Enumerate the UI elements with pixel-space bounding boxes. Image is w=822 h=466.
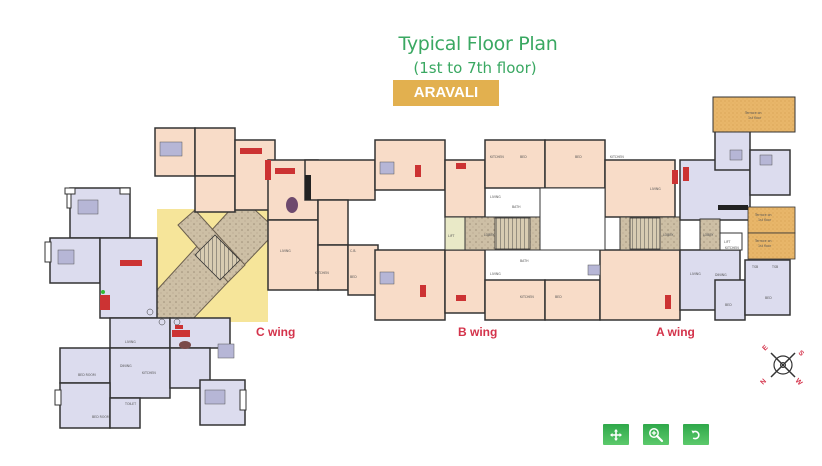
svg-text:LOBBY: LOBBY xyxy=(663,233,673,237)
a-wing-terrace xyxy=(699,96,796,260)
reset-button[interactable] xyxy=(683,424,709,445)
svg-text:LIFT: LIFT xyxy=(448,234,454,238)
rotate-reset-icon xyxy=(691,430,700,439)
wing-label-b: B wing xyxy=(458,325,498,339)
svg-text:LIVING: LIVING xyxy=(125,340,136,344)
svg-text:BED: BED xyxy=(555,295,562,299)
svg-text:LOBBY: LOBBY xyxy=(703,233,713,237)
move-arrows-icon xyxy=(610,428,622,441)
building-badge: ARAVALI xyxy=(393,80,499,106)
svg-text:Terrace on: Terrace on xyxy=(754,239,772,243)
svg-text:BATH: BATH xyxy=(520,259,529,263)
svg-text:KITCHEN: KITCHEN xyxy=(725,246,739,250)
zoom-in-magnifier-icon xyxy=(649,427,664,442)
svg-text:LIVING: LIVING xyxy=(280,249,291,253)
svg-text:Terrace on: Terrace on xyxy=(754,213,772,217)
svg-text:Terrace on: Terrace on xyxy=(744,111,762,115)
svg-text:BED ROOM: BED ROOM xyxy=(78,373,96,377)
svg-text:TSB: TSB xyxy=(771,265,778,269)
svg-text:1st floor: 1st floor xyxy=(748,116,762,120)
svg-text:LIFT: LIFT xyxy=(724,240,730,244)
svg-text:S: S xyxy=(797,349,805,357)
svg-text:1st floor: 1st floor xyxy=(758,244,772,248)
svg-text:KITCHEN: KITCHEN xyxy=(520,295,534,299)
svg-text:BATH: BATH xyxy=(512,205,521,209)
b-wing-lobby xyxy=(444,187,681,251)
svg-text:LIVING: LIVING xyxy=(650,187,661,191)
svg-text:W: W xyxy=(794,377,804,387)
svg-text:BED: BED xyxy=(350,275,357,279)
page-subtitle: (1st to 7th floor) xyxy=(413,59,537,77)
pan-button[interactable] xyxy=(603,424,629,445)
svg-text:LIVING: LIVING xyxy=(490,195,501,199)
svg-text:TSB: TSB xyxy=(751,265,758,269)
svg-text:BED: BED xyxy=(520,155,527,159)
svg-text:KITCHEN: KITCHEN xyxy=(142,371,156,375)
svg-text:E: E xyxy=(761,344,769,352)
page-title: Typical Floor Plan xyxy=(398,33,558,55)
wing-label-a: A wing xyxy=(656,325,695,339)
zoom-in-button[interactable] xyxy=(643,424,669,445)
svg-text:LOBBY: LOBBY xyxy=(484,233,494,237)
compass-rose-icon: E S N W xyxy=(759,344,805,387)
svg-text:DINING: DINING xyxy=(715,273,727,277)
svg-text:BED: BED xyxy=(575,155,582,159)
svg-text:TOILET: TOILET xyxy=(124,402,136,406)
svg-text:KITCHEN: KITCHEN xyxy=(610,155,624,159)
svg-text:BED ROOM: BED ROOM xyxy=(92,415,110,419)
svg-text:KITCHEN: KITCHEN xyxy=(315,271,329,275)
svg-text:LIVING: LIVING xyxy=(490,272,501,276)
svg-text:KITCHEN: KITCHEN xyxy=(490,155,504,159)
svg-text:1st floor: 1st floor xyxy=(758,218,772,222)
svg-text:BED: BED xyxy=(725,303,732,307)
b-wing-units xyxy=(374,139,681,321)
wing-label-c: C wing xyxy=(256,325,296,339)
svg-text:BED: BED xyxy=(765,296,772,300)
svg-text:N: N xyxy=(759,378,768,387)
c-wing-staircase xyxy=(156,209,269,323)
svg-text:DINING: DINING xyxy=(120,364,132,368)
svg-text:C.B.: C.B. xyxy=(350,249,356,253)
svg-text:LIVING: LIVING xyxy=(690,272,701,276)
